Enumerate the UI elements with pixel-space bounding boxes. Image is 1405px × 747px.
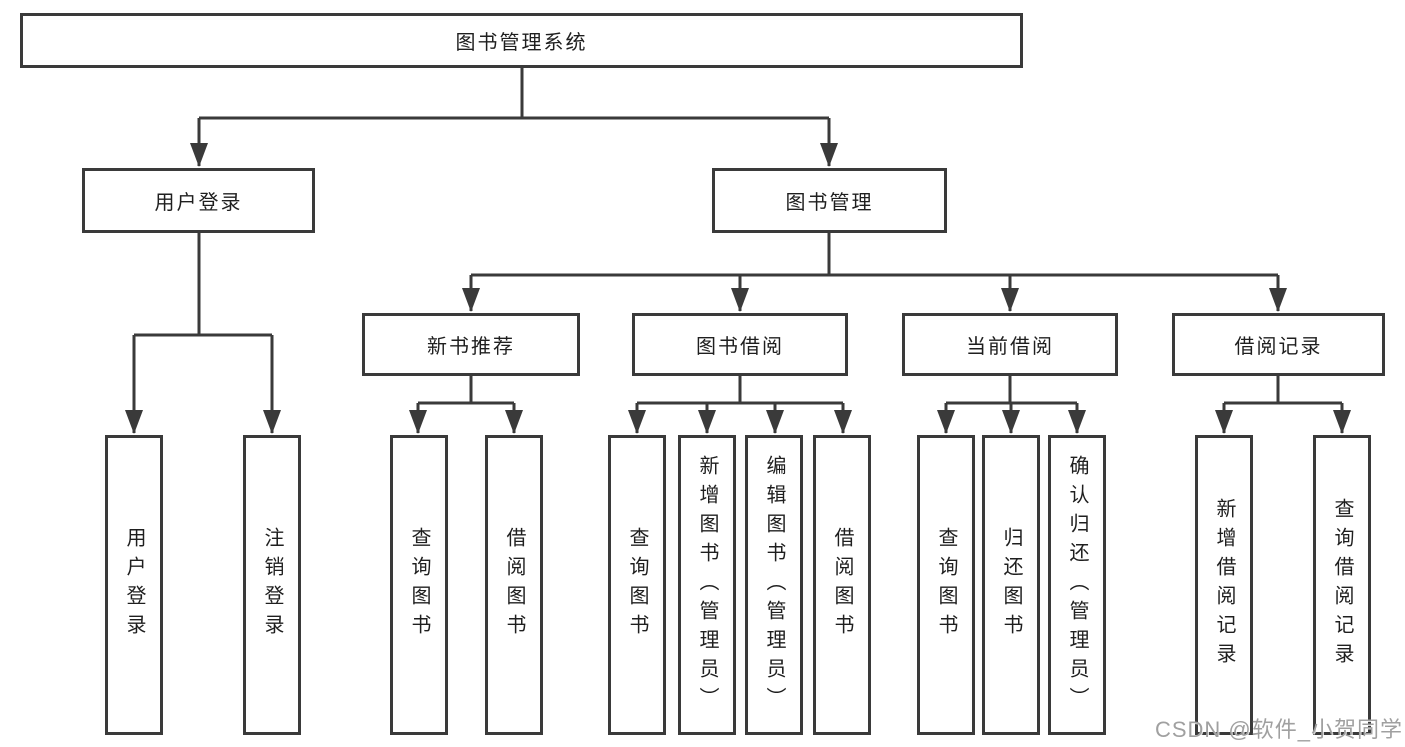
leaf-add-borrow-record: 新增借阅记录 <box>1195 435 1253 735</box>
leaf-edit-books-admin: 编辑图书（管理员） <box>745 435 803 735</box>
leaf-add-books-admin: 新增图书（管理员） <box>678 435 736 735</box>
leaf-query-books-recommend: 查询图书 <box>390 435 448 735</box>
leaf-query-books-borrowing: 查询图书 <box>608 435 666 735</box>
leaf-logout: 注销登录 <box>243 435 301 735</box>
node-book-management: 图书管理 <box>712 168 947 233</box>
node-book-borrowing: 图书借阅 <box>632 313 848 376</box>
leaf-borrow-books: 借阅图书 <box>813 435 871 735</box>
leaf-borrow-books-recommend: 借阅图书 <box>485 435 543 735</box>
leaf-query-borrow-record: 查询借阅记录 <box>1313 435 1371 735</box>
node-library-management-system: 图书管理系统 <box>20 13 1023 68</box>
leaf-user-login: 用户登录 <box>105 435 163 735</box>
node-new-book-recommendation: 新书推荐 <box>362 313 580 376</box>
node-borrowing-records: 借阅记录 <box>1172 313 1385 376</box>
node-current-borrowing: 当前借阅 <box>902 313 1118 376</box>
node-user-login: 用户登录 <box>82 168 315 233</box>
leaf-confirm-return-admin: 确认归还（管理员） <box>1048 435 1106 735</box>
leaf-query-books-current: 查询图书 <box>917 435 975 735</box>
leaf-return-books: 归还图书 <box>982 435 1040 735</box>
csdn-watermark: CSDN @软件_小贺同学 <box>1154 717 1403 742</box>
